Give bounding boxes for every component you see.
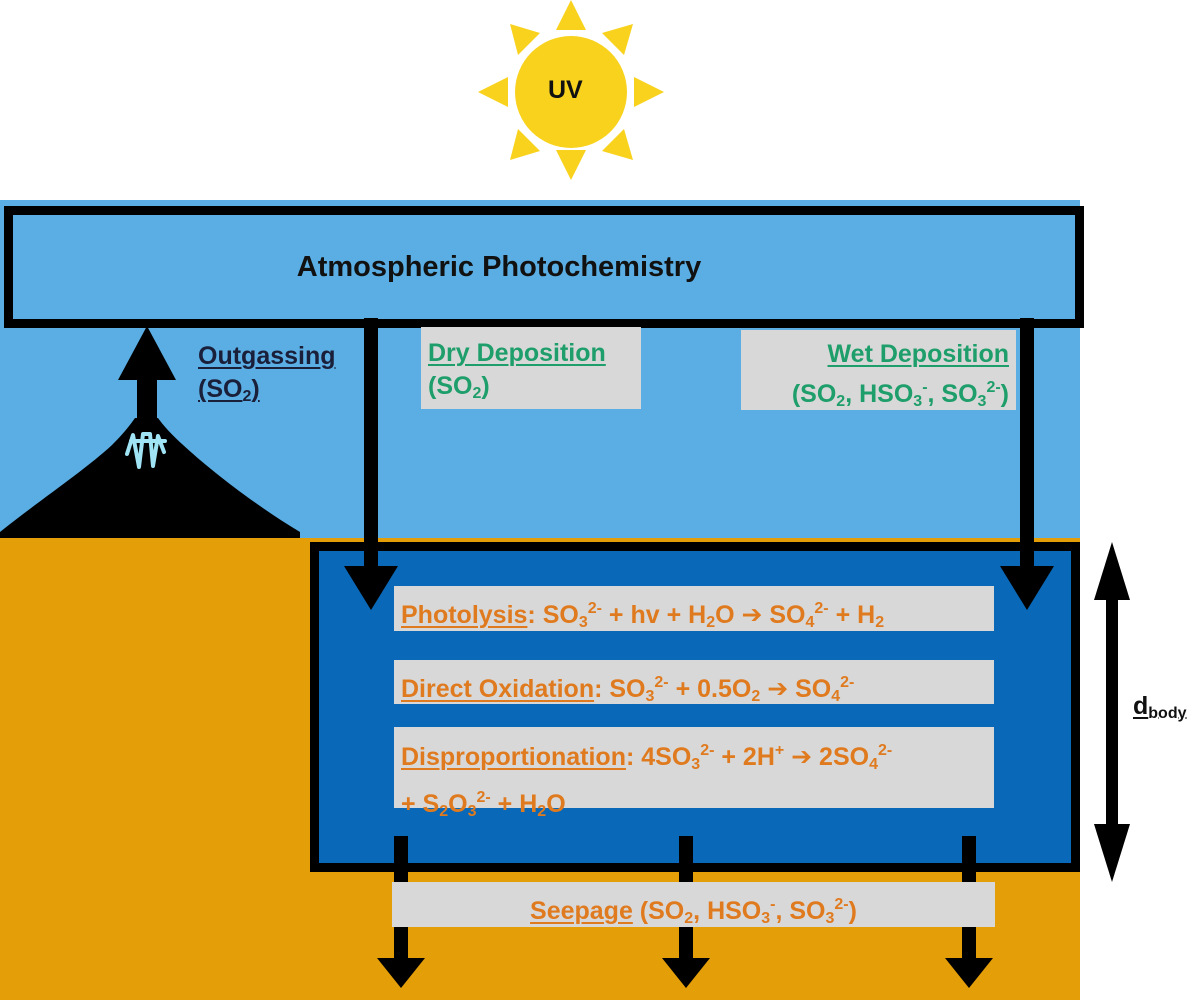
dry-deposition-arrow [344, 318, 398, 610]
seepage-panel: Seepage (SO2, HSO3-, SO32-) [392, 882, 995, 927]
wet-deposition-label: Wet Deposition (SO2, HSO3-, SO32-) [792, 338, 1009, 418]
atmospheric-photochemistry-box: Atmospheric Photochemistry [4, 206, 1084, 328]
outgassing-label: Outgassing (SO2) [198, 340, 336, 413]
outgassing-title: Outgassing [198, 342, 336, 370]
dry-deposition-panel: Dry Deposition (SO2) [421, 327, 641, 409]
photolysis-reaction: Photolysis: SO32- + hv + H2O ➔ SO42- + H… [401, 600, 885, 631]
outgassing-species: (SO2) [198, 375, 260, 405]
dry-deposition-title: Dry Deposition [428, 339, 606, 367]
wet-deposition-arrow [1000, 318, 1054, 610]
dry-deposition-species: (SO2) [428, 372, 490, 402]
seepage-label: Seepage (SO2, HSO3-, SO32-) [530, 896, 857, 927]
photolysis-panel: Photolysis: SO32- + hv + H2O ➔ SO42- + H… [394, 586, 994, 631]
disproportionation-reaction: Disproportionation: 4SO32- + 2H+ ➔ 2SO42… [401, 742, 893, 820]
disproportionation-panel: Disproportionation: 4SO32- + 2H+ ➔ 2SO42… [394, 727, 994, 820]
wet-deposition-species: (SO2, HSO3-, SO32-) [791, 379, 1009, 410]
sun-icon [478, 0, 664, 180]
volcano-icon [0, 418, 300, 538]
wet-deposition-panel: Wet Deposition (SO2, HSO3-, SO32-) [741, 330, 1016, 410]
outgassing-arrow [118, 326, 176, 420]
direct-oxidation-panel: Direct Oxidation: SO32- + 0.5O2 ➔ SO42- [394, 660, 994, 705]
direct-oxidation-reaction: Direct Oxidation: SO32- + 0.5O2 ➔ SO42- [401, 674, 855, 705]
wet-deposition-title: Wet Deposition [827, 340, 1009, 368]
depth-label: dbody [1133, 692, 1187, 722]
dry-deposition-label: Dry Deposition (SO2) [428, 337, 606, 410]
depth-double-arrow [1094, 542, 1130, 882]
atmospheric-photochemistry-title: Atmospheric Photochemistry [296, 250, 702, 283]
uv-label: UV [548, 76, 583, 104]
